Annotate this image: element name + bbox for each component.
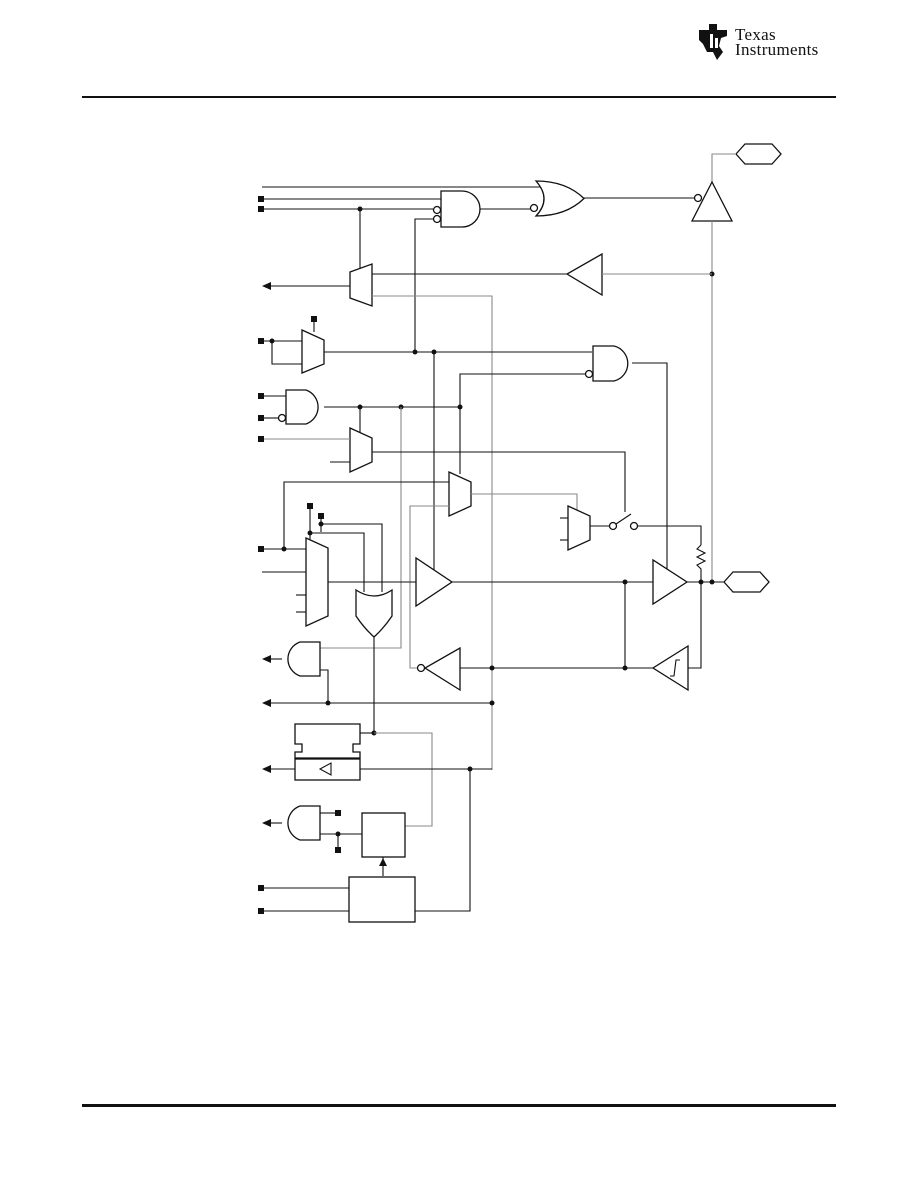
logo-line-2: Instruments <box>735 40 819 59</box>
or-gate-top <box>534 180 585 217</box>
mux-1 <box>349 263 373 307</box>
and-gate-right <box>592 345 629 382</box>
mux-2 <box>301 328 325 374</box>
schmitt-buffer <box>651 644 689 692</box>
drive-buffer <box>415 556 454 608</box>
io-pad <box>723 571 770 593</box>
input-buffer <box>423 646 461 692</box>
latch-block <box>294 723 361 759</box>
and-gate-2 <box>285 389 319 425</box>
and-gate-lower <box>287 641 321 677</box>
and-gate-bottom <box>287 805 321 841</box>
return-buffer <box>565 252 603 297</box>
header-rule <box>82 96 836 98</box>
output-driver <box>652 558 689 606</box>
sync-block <box>294 758 361 781</box>
flip-flop <box>361 812 406 858</box>
mux-large <box>305 536 329 628</box>
ti-state-icon <box>699 24 727 60</box>
logo-line-1: Texas <box>735 25 776 44</box>
pullup-resistor <box>695 544 707 582</box>
mux-3 <box>349 426 373 474</box>
control-block <box>348 876 416 923</box>
or-gate-mid <box>355 588 393 638</box>
mux-right <box>567 504 591 552</box>
footer-rule <box>82 1104 836 1107</box>
output-pad <box>735 143 782 165</box>
mux-center <box>448 470 472 518</box>
and-gate-top <box>440 190 481 228</box>
texas-instruments-logo: Texas Instruments <box>697 22 842 62</box>
